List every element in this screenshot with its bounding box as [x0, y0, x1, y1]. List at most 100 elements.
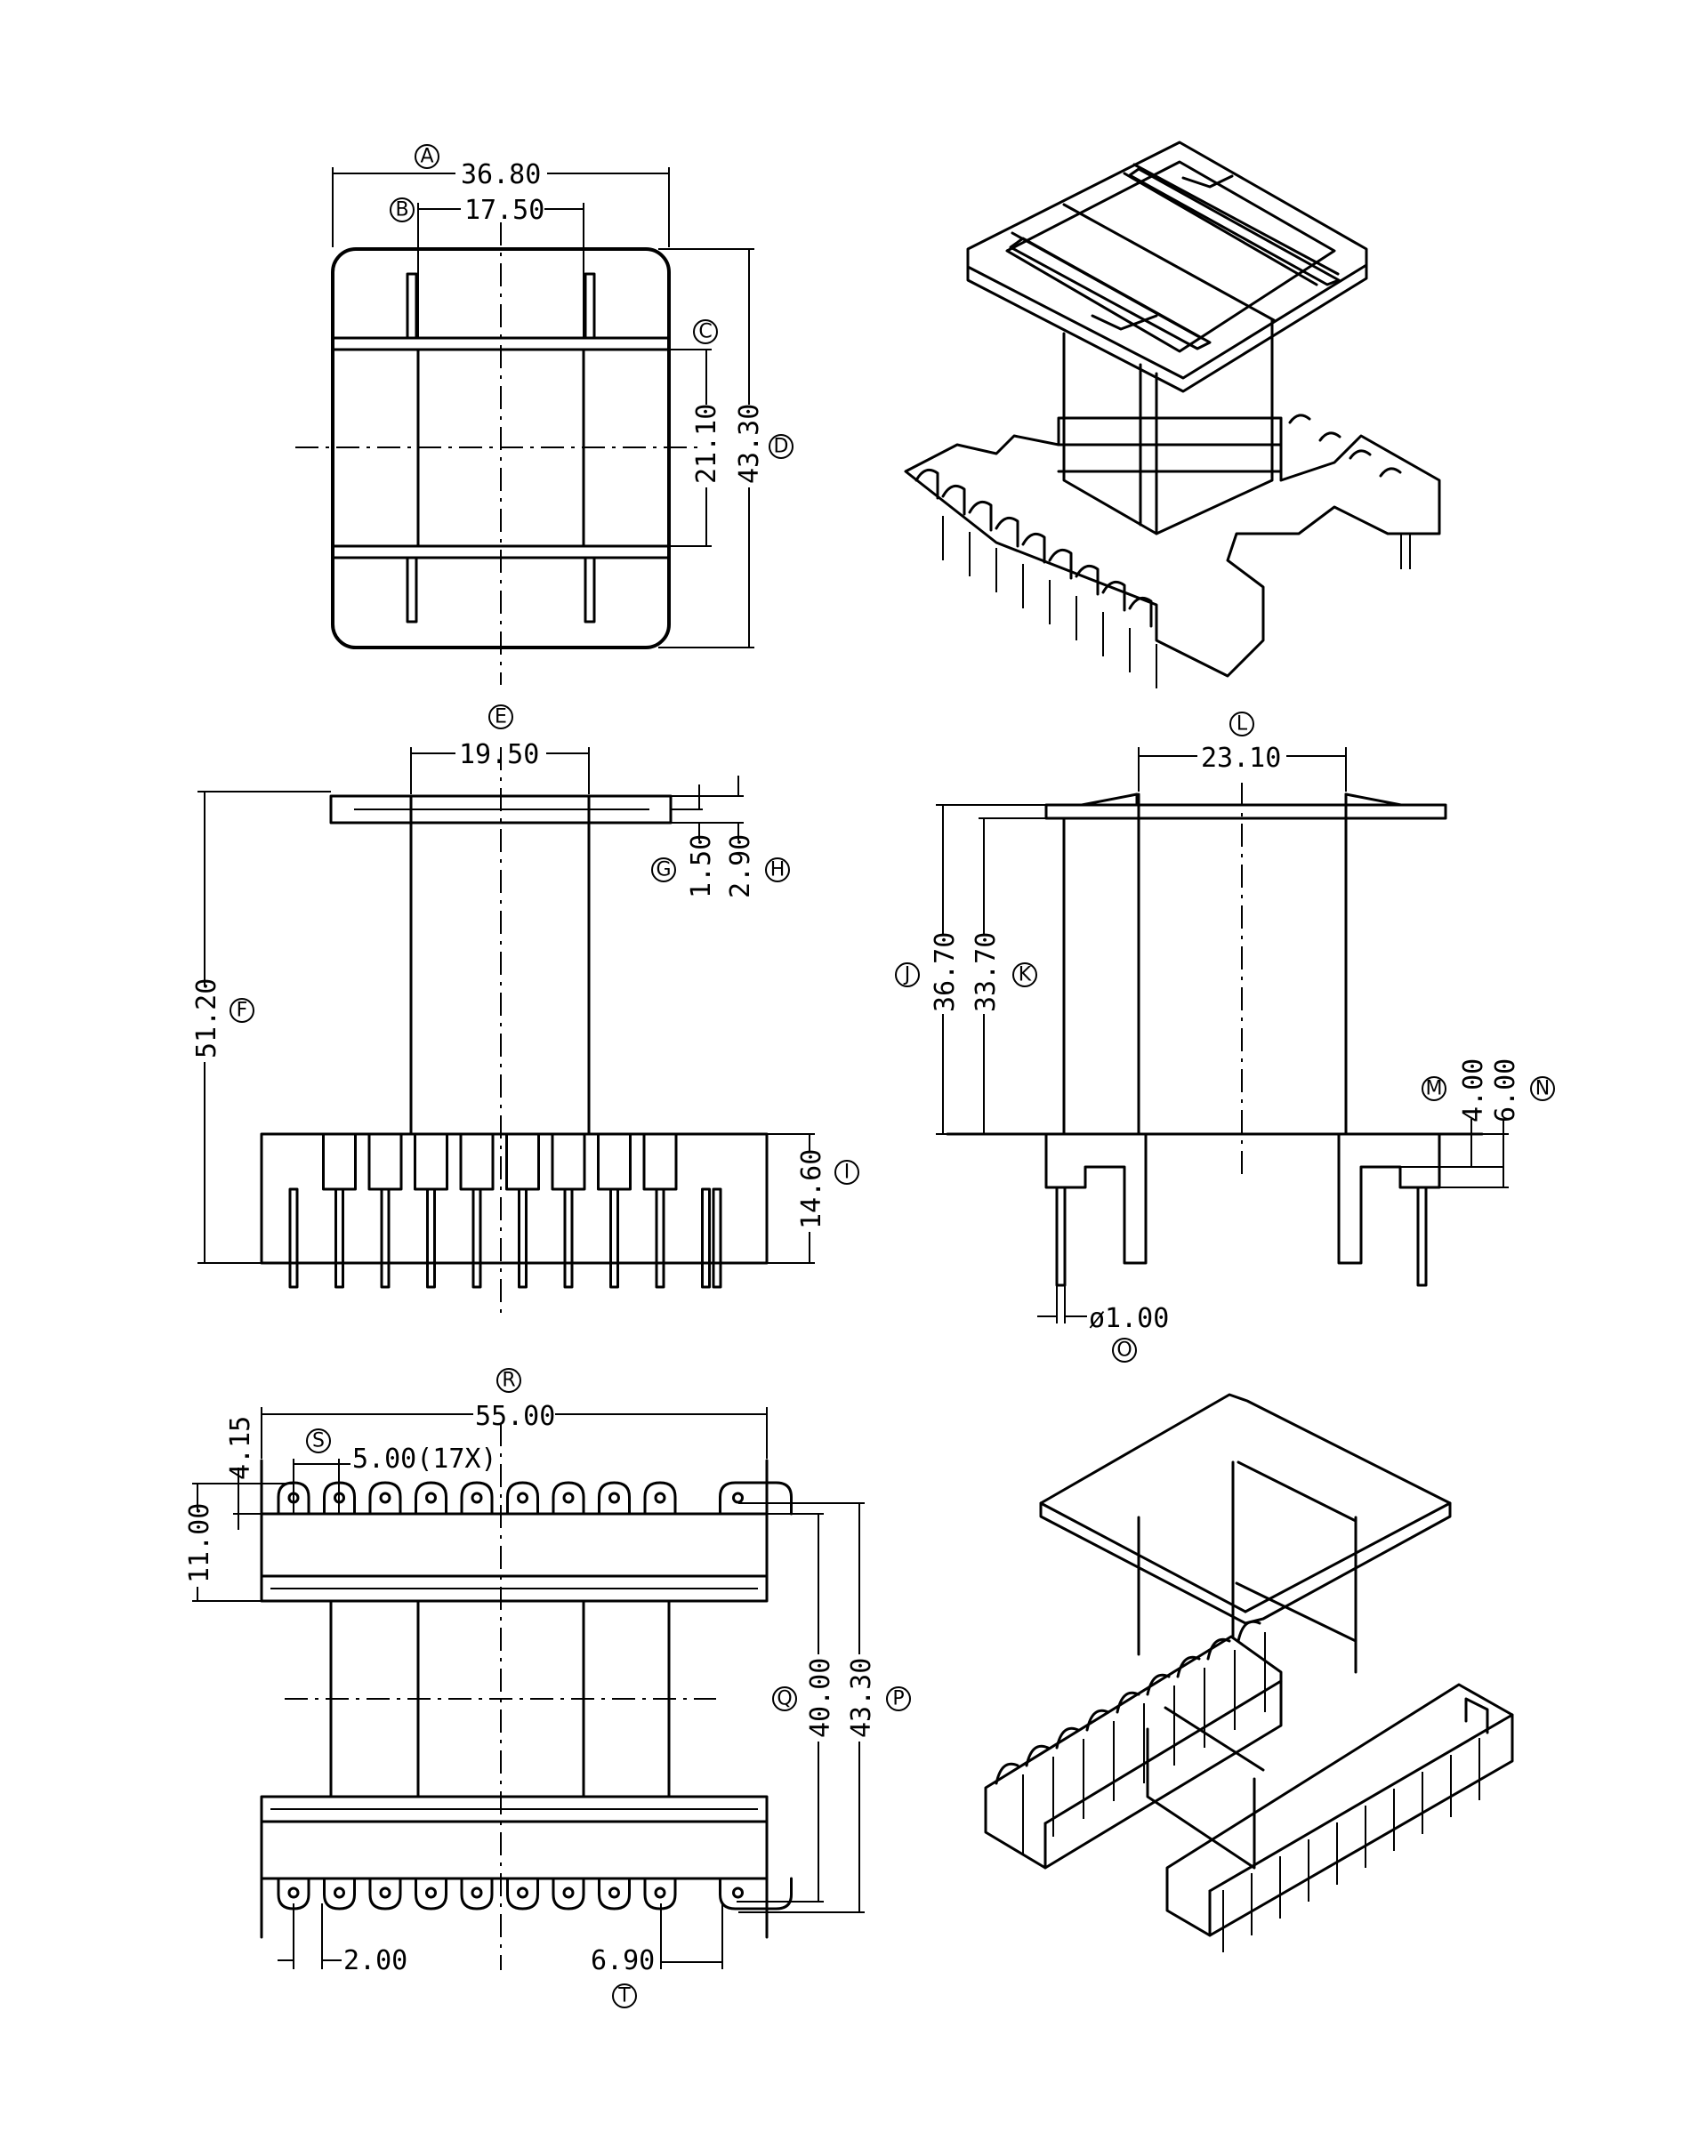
front-slot — [551, 1132, 586, 1191]
iso-slot — [1237, 1620, 1261, 1643]
front-pin — [471, 1187, 482, 1289]
dim-p-value: 43.30 — [846, 1658, 877, 1738]
front-pin-row — [288, 1132, 722, 1289]
iso-bottom-pins — [1022, 1632, 1480, 1952]
front-slot — [322, 1132, 357, 1191]
dim-o-value: ø1.00 — [1089, 1303, 1169, 1334]
pin-pad — [368, 1877, 402, 1911]
tag-p: P — [892, 1688, 904, 1710]
pin-pad — [506, 1481, 539, 1516]
tag-t: T — [617, 1985, 631, 2007]
tag-q: Q — [777, 1688, 792, 1710]
iso-slot — [1055, 1726, 1080, 1750]
tag-b: B — [395, 199, 408, 221]
iso-slot — [1048, 548, 1073, 580]
pin-pad — [415, 1877, 447, 1911]
tag-d: D — [774, 436, 789, 458]
front-pin — [380, 1187, 391, 1289]
pin-hole — [732, 1886, 744, 1899]
pin-hole — [287, 1886, 300, 1899]
front-pin — [712, 1187, 722, 1289]
tag-g: G — [656, 859, 671, 881]
pin-hole — [562, 1492, 575, 1504]
bottom-pin-row-top — [260, 1481, 793, 1516]
iso-slot — [941, 484, 966, 516]
dim-e-value: 19.50 — [459, 739, 539, 770]
front-slot — [414, 1132, 448, 1191]
iso-slot — [1146, 1673, 1171, 1696]
pin-hole — [732, 1492, 744, 1504]
front-pin — [655, 1187, 665, 1289]
pin-hole — [562, 1886, 575, 1899]
dim-s-value: 5.00(17X) — [352, 1444, 497, 1475]
pin-pad — [598, 1877, 631, 1911]
iso-slot — [995, 516, 1019, 548]
front-slot — [459, 1132, 495, 1191]
dim-q-value: 40.00 — [805, 1658, 836, 1738]
front-pin — [334, 1187, 344, 1289]
pin-hole — [425, 1886, 437, 1899]
tag-i: I — [844, 1162, 850, 1184]
tag-n: N — [1535, 1078, 1550, 1100]
front-slot — [367, 1132, 403, 1191]
iso-bottom-left-slots — [995, 1620, 1261, 1785]
dim-t-value: 6.90 — [591, 1945, 655, 1976]
dim-u-value: 4.15 — [225, 1416, 256, 1480]
dim-d-value: 43.30 — [734, 404, 765, 484]
iso-slot — [1288, 414, 1311, 424]
iso-slot — [1349, 449, 1372, 460]
dim-l-value: 23.10 — [1201, 743, 1281, 774]
front-pin — [701, 1187, 711, 1289]
dim-i-value: 14.60 — [796, 1149, 827, 1229]
iso-slot — [1021, 532, 1046, 564]
front-pin — [518, 1187, 528, 1289]
dim-h-value: 2.90 — [725, 834, 756, 898]
pin-pad — [415, 1481, 447, 1516]
pin-pad — [643, 1481, 677, 1516]
dim-r-value: 55.00 — [475, 1401, 555, 1432]
front-pin — [609, 1187, 619, 1289]
pin-pad — [460, 1877, 494, 1911]
iso-slot — [1379, 467, 1402, 478]
dim-a-value: 36.80 — [461, 159, 541, 190]
front-slot — [505, 1132, 540, 1191]
front-slot — [597, 1132, 632, 1191]
pin-pad — [719, 1481, 793, 1516]
pin-pad — [719, 1877, 793, 1911]
dim-v-value: 11.00 — [184, 1503, 215, 1583]
dim-n-value: 6.00 — [1490, 1058, 1521, 1122]
tag-e: E — [495, 706, 507, 728]
dim-m-value: 4.00 — [1458, 1058, 1489, 1122]
dim-j-value: 36.70 — [930, 932, 961, 1012]
isometric-view-top — [904, 141, 1441, 688]
bottom-pin-row-bottom — [260, 1877, 793, 1911]
pin-hole — [654, 1886, 666, 1899]
pin-pad — [552, 1481, 585, 1516]
iso-slot — [1025, 1744, 1050, 1767]
iso-slot — [1206, 1637, 1231, 1661]
iso-slot — [1116, 1691, 1140, 1714]
iso-slot — [914, 468, 939, 500]
front-pin — [426, 1187, 436, 1289]
front-pin — [288, 1187, 299, 1289]
tag-k: K — [1019, 964, 1032, 986]
front-pin — [563, 1187, 574, 1289]
front-slot — [642, 1132, 678, 1191]
pin-pad — [598, 1481, 631, 1516]
front-view: E 19.50 1.50 2.90 G H 51.20 F 14.60 I — [191, 704, 859, 1316]
pin-hole — [654, 1492, 666, 1504]
tag-a: A — [420, 146, 433, 168]
dim-g-value: 1.50 — [686, 834, 717, 898]
pin-pad — [552, 1877, 585, 1911]
dim-f-value: 51.20 — [191, 978, 222, 1058]
side-view: L 23.10 36.70 33.70 J K 4.00 6.00 M N ø1… — [895, 712, 1555, 1363]
pin-hole — [608, 1886, 620, 1899]
tag-s: S — [312, 1430, 325, 1452]
pin-hole — [334, 1886, 345, 1899]
tag-r: R — [502, 1370, 515, 1392]
pin-hole — [471, 1492, 483, 1504]
iso-slot — [1176, 1655, 1201, 1678]
tag-o: O — [1116, 1339, 1132, 1362]
pin-hole — [379, 1886, 391, 1899]
